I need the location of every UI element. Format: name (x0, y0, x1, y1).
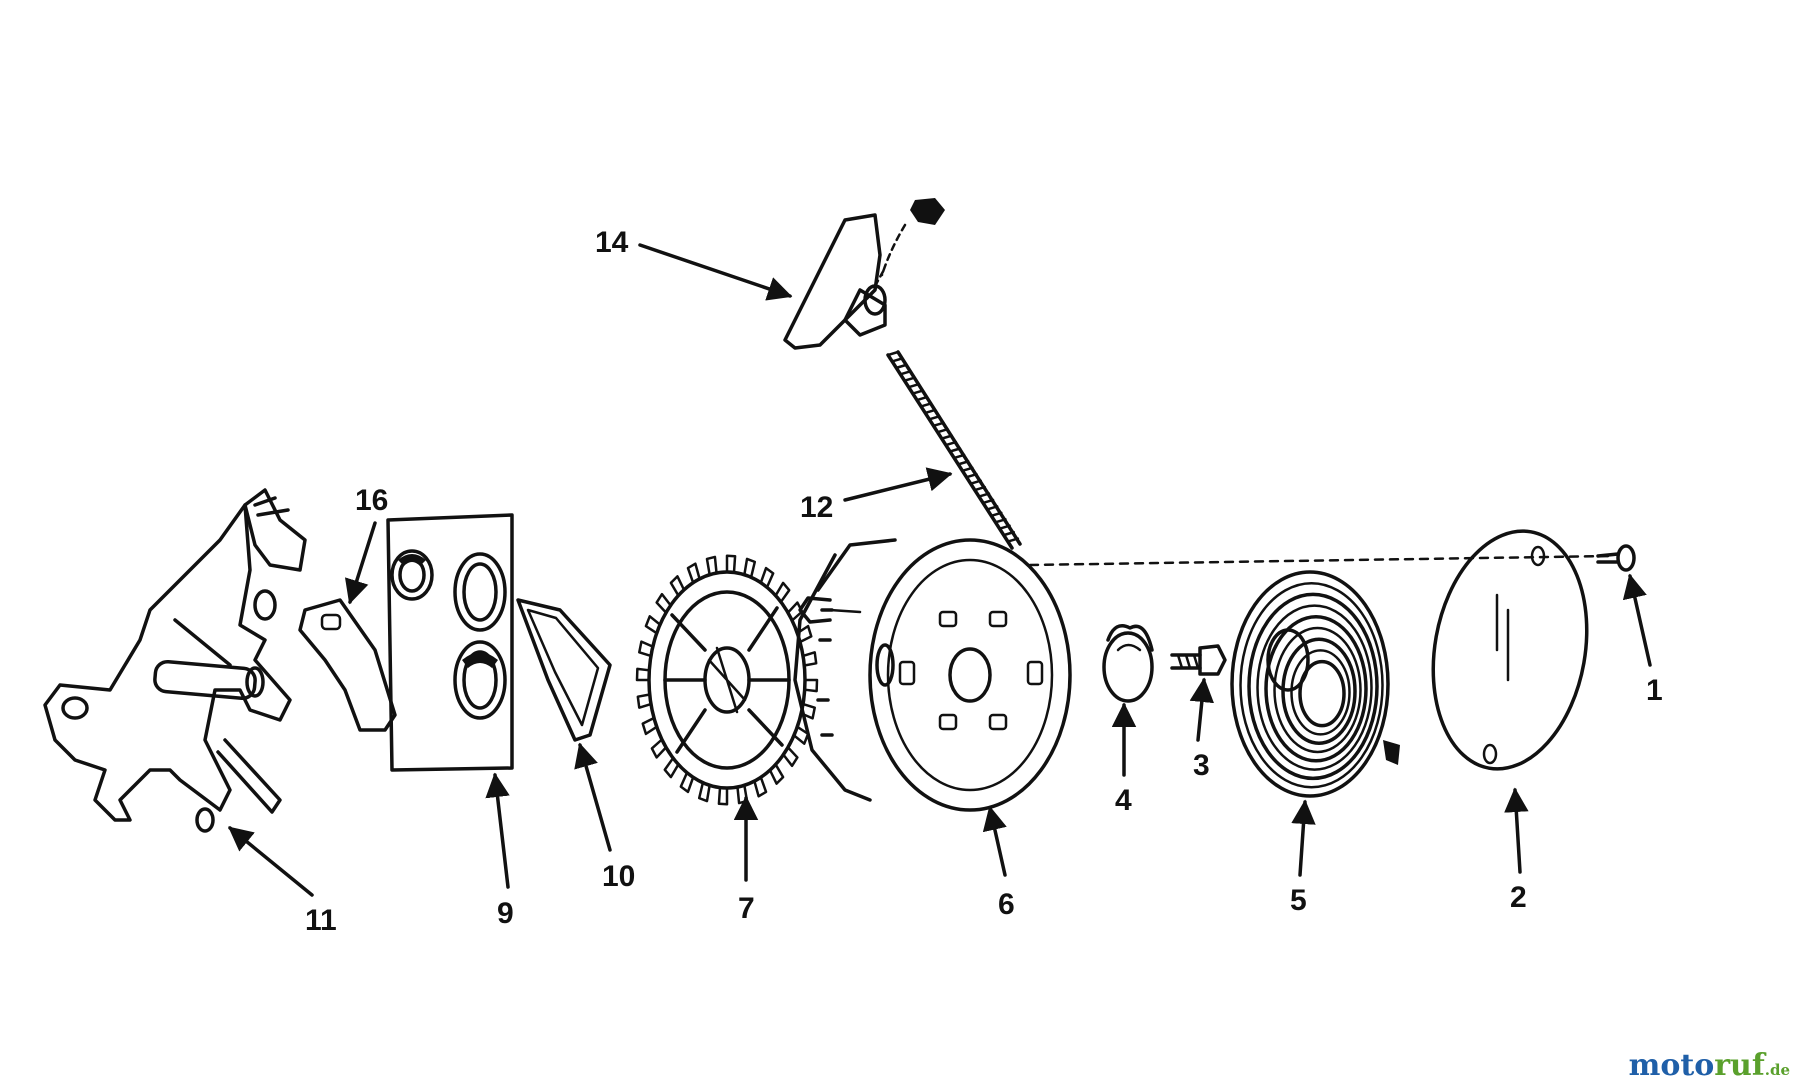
gear-tooth (799, 702, 816, 720)
leader-lines (228, 243, 1652, 897)
part-10-gasket (516, 598, 612, 742)
callout-1: 1 (1646, 674, 1663, 707)
leader-3 (1189, 677, 1214, 742)
callout-3: 3 (1193, 749, 1210, 782)
leader-1 (1622, 573, 1652, 667)
leader-10 (574, 742, 612, 852)
spring-coil (1281, 637, 1357, 745)
watermark-text-b: ruf (1714, 1048, 1765, 1083)
spring-coil (1298, 659, 1346, 728)
leader-16 (344, 521, 377, 605)
gear-tooth (801, 651, 818, 667)
callout-9: 9 (497, 897, 514, 930)
gear-tooth (644, 615, 662, 635)
gear-tooth (669, 575, 686, 597)
part-6-pulley (793, 538, 1072, 812)
spring-coil (1264, 615, 1368, 763)
gear-tooth (743, 557, 757, 579)
part-16-clip (298, 598, 397, 732)
callout-16: 16 (355, 484, 388, 517)
watermark-text-a: moto (1628, 1048, 1715, 1083)
gear-tooth (796, 624, 813, 644)
part-12-rope (886, 350, 1022, 550)
leader-12 (843, 467, 953, 502)
spring-coil (1239, 581, 1384, 789)
spring-coil (1290, 649, 1351, 736)
gear-tooth (705, 555, 718, 576)
leader-6 (982, 805, 1007, 877)
callout-10: 10 (602, 860, 635, 893)
part-9-plate (386, 513, 514, 772)
callout-4: 4 (1115, 784, 1132, 817)
gear-tooth (786, 601, 804, 622)
gear-tooth (759, 566, 775, 589)
watermark-suffix: .de (1764, 1061, 1790, 1079)
callout-6: 6 (998, 888, 1015, 921)
watermark-logo: motoruf.de (1629, 1048, 1790, 1083)
gear-tooth (679, 771, 695, 794)
leader-2 (1504, 787, 1529, 874)
gear-tooth (686, 562, 701, 584)
gear-tooth (753, 776, 768, 798)
gear-tooth (774, 581, 791, 604)
gear-tooth (697, 781, 711, 803)
spring-coil (1273, 626, 1362, 754)
spring-coil (1256, 604, 1373, 771)
gear-tooth (641, 716, 658, 736)
callout-11: 11 (305, 904, 337, 937)
gear-tooth (725, 554, 737, 574)
part-3-screw (1170, 644, 1227, 676)
gear-tooth (803, 678, 819, 693)
leader-9 (485, 772, 510, 889)
callout-7: 7 (738, 892, 755, 925)
part-4-bushing (1102, 624, 1154, 703)
gear-tooth (717, 786, 729, 806)
gear-tooth (655, 592, 672, 614)
gear-tooth (792, 725, 810, 745)
callout-12: 12 (800, 491, 833, 524)
gear-tooth (635, 667, 651, 682)
gear-tooth (782, 746, 799, 768)
leader-14 (638, 243, 793, 301)
part-5-spring (1230, 570, 1400, 798)
leader-5 (1291, 799, 1316, 877)
gear-tooth (636, 693, 653, 709)
callout-14: 14 (595, 226, 629, 259)
leader-11 (228, 826, 314, 897)
spring-coil (1247, 592, 1379, 781)
gear-tooth (663, 756, 680, 779)
gear-tooth (650, 738, 668, 759)
part-1-screw (1596, 544, 1636, 572)
assembly-axis-line (1028, 554, 1614, 567)
part-11-bracket (43, 488, 307, 833)
gear-tooth (768, 763, 785, 785)
spring-coil (1230, 570, 1390, 798)
callout-5: 5 (1290, 884, 1307, 917)
gear-tooth (638, 640, 655, 658)
part-14-handle (783, 198, 945, 350)
callout-2: 2 (1510, 881, 1527, 914)
part-7-gear (635, 554, 819, 806)
